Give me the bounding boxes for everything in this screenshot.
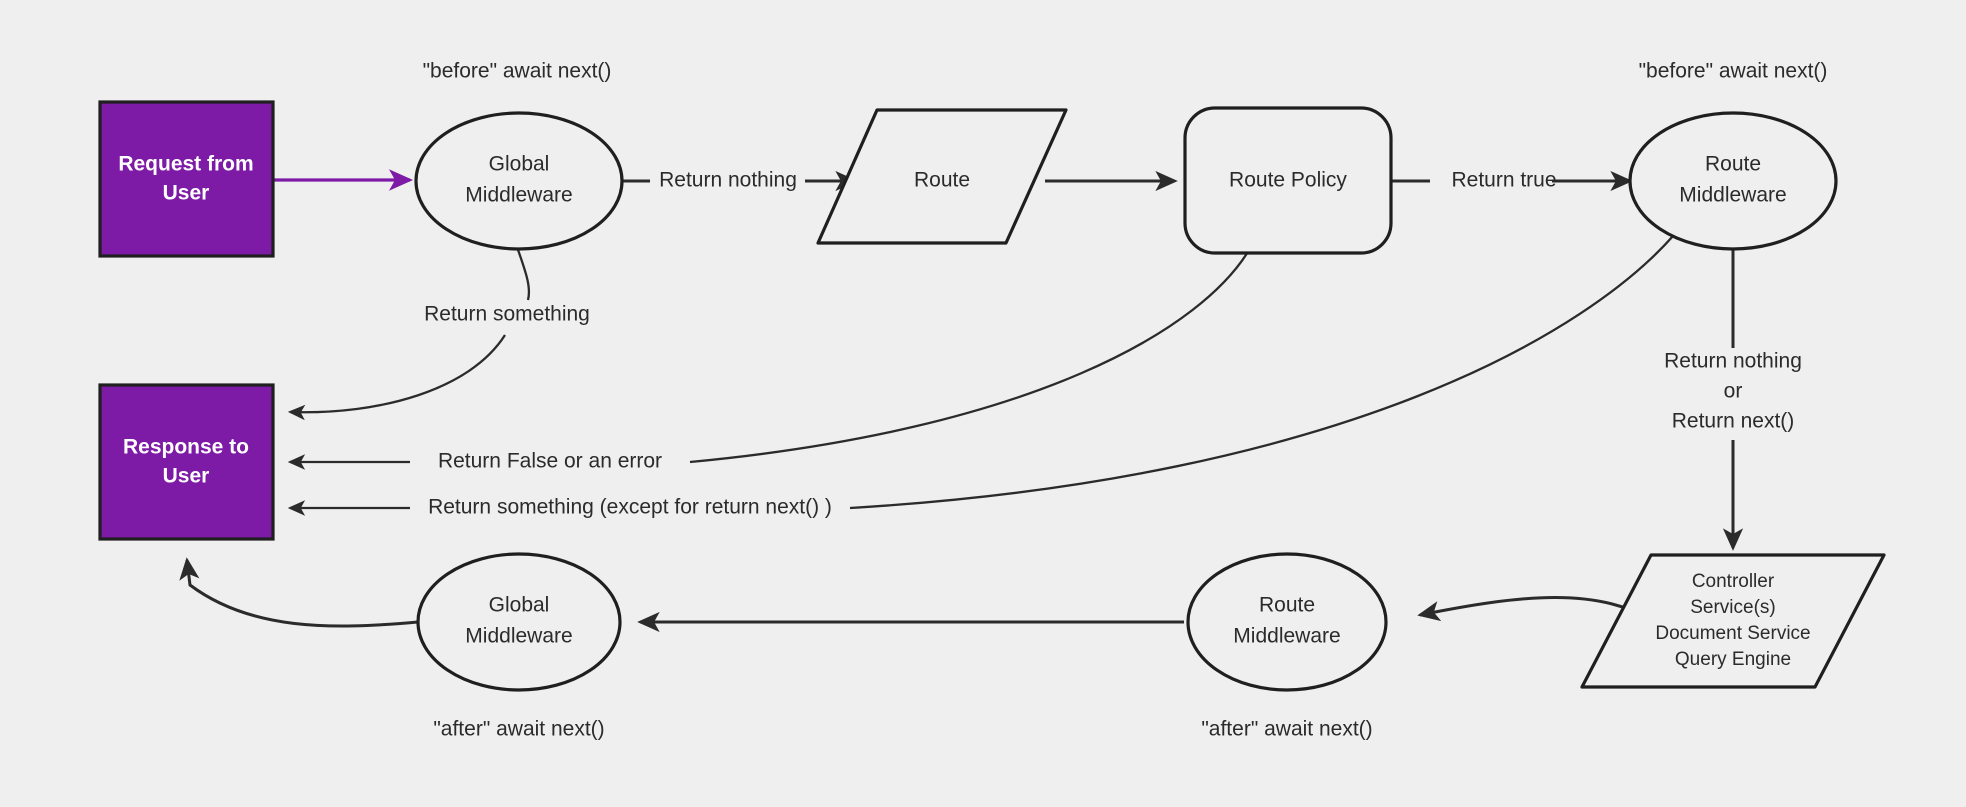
edge-label-return-nothing-or-next-line3: Return next() [1672, 410, 1795, 433]
route-middleware-top-label-line1: Route [1705, 153, 1761, 176]
route-middleware-bottom-label-line1: Route [1259, 594, 1315, 617]
node-route[interactable]: Route [816, 108, 1068, 245]
global-middleware-top-label-line1: Global [489, 153, 550, 176]
node-route-middleware-bottom[interactable]: Route Middleware [1186, 552, 1388, 692]
edge-global-middleware-return-something-upper [515, 246, 531, 301]
edge-label-return-something-except: Return something (except for return next… [428, 496, 832, 519]
request-box-label-line2: User [163, 182, 210, 205]
global-middleware-top-label-line2: Middleware [465, 184, 572, 207]
annotation-before-route-middleware: "before" await next() [1639, 60, 1828, 83]
edge-label-return-false-or-error: Return False or an error [438, 450, 662, 473]
edge-label-return-nothing-or-next-line1: Return nothing [1664, 350, 1802, 373]
edge-label-return-nothing-or-next-line2: or [1724, 380, 1743, 403]
global-middleware-bottom-label-line2: Middleware [465, 625, 572, 648]
node-global-middleware-top[interactable]: Global Middleware [414, 111, 624, 251]
edge-label-return-something-global: Return something [424, 303, 590, 326]
node-global-middleware-bottom[interactable]: Global Middleware [416, 552, 622, 692]
annotation-after-route-middleware: "after" await next() [1201, 718, 1372, 741]
route-shape [816, 108, 1068, 245]
request-box-label-line1: Request from [118, 153, 253, 176]
edge-label-return-true: Return true [1451, 169, 1556, 192]
node-handler[interactable]: Controller Service(s) Document Service Q… [1580, 553, 1886, 689]
node-response-to-user[interactable]: Response to User [98, 383, 275, 541]
edge-route-middleware-return-something-right [849, 235, 1674, 510]
node-request-from-user[interactable]: Request from User [98, 100, 275, 258]
response-box-shape [98, 383, 275, 541]
annotation-after-global-middleware: "after" await next() [433, 718, 604, 741]
edge-label-return-nothing: Return nothing [659, 169, 797, 192]
route-middleware-top-shape [1628, 111, 1838, 251]
node-route-policy[interactable]: Route Policy [1183, 106, 1393, 255]
global-middleware-bottom-label-line1: Global [489, 594, 550, 617]
response-box-label-line1: Response to [123, 436, 249, 459]
handler-label-line2: Service(s) [1690, 597, 1776, 618]
edge-global-middleware-bottom-to-response [179, 557, 419, 628]
handler-label-line1: Controller [1692, 571, 1775, 592]
route-middleware-bottom-shape [1186, 552, 1388, 692]
route-policy-shape [1183, 106, 1393, 255]
request-box-shape [98, 100, 275, 258]
route-middleware-top-label-line2: Middleware [1679, 184, 1786, 207]
response-box-label-line2: User [163, 465, 210, 488]
global-middleware-bottom-shape [416, 552, 622, 692]
node-route-middleware-top[interactable]: Route Middleware [1628, 111, 1838, 251]
edge-global-middleware-return-something-lower [287, 334, 506, 421]
route-policy-label: Route Policy [1229, 169, 1347, 192]
global-middleware-top-shape [414, 111, 624, 251]
route-label: Route [914, 169, 970, 192]
route-middleware-bottom-label-line2: Middleware [1233, 625, 1340, 648]
annotation-before-global-middleware: "before" await next() [423, 60, 612, 83]
handler-label-line4: Query Engine [1675, 649, 1791, 670]
handler-shape [1580, 553, 1886, 689]
edge-route-policy-return-false-right [689, 244, 1254, 464]
handler-label-line3: Document Service [1655, 623, 1810, 644]
